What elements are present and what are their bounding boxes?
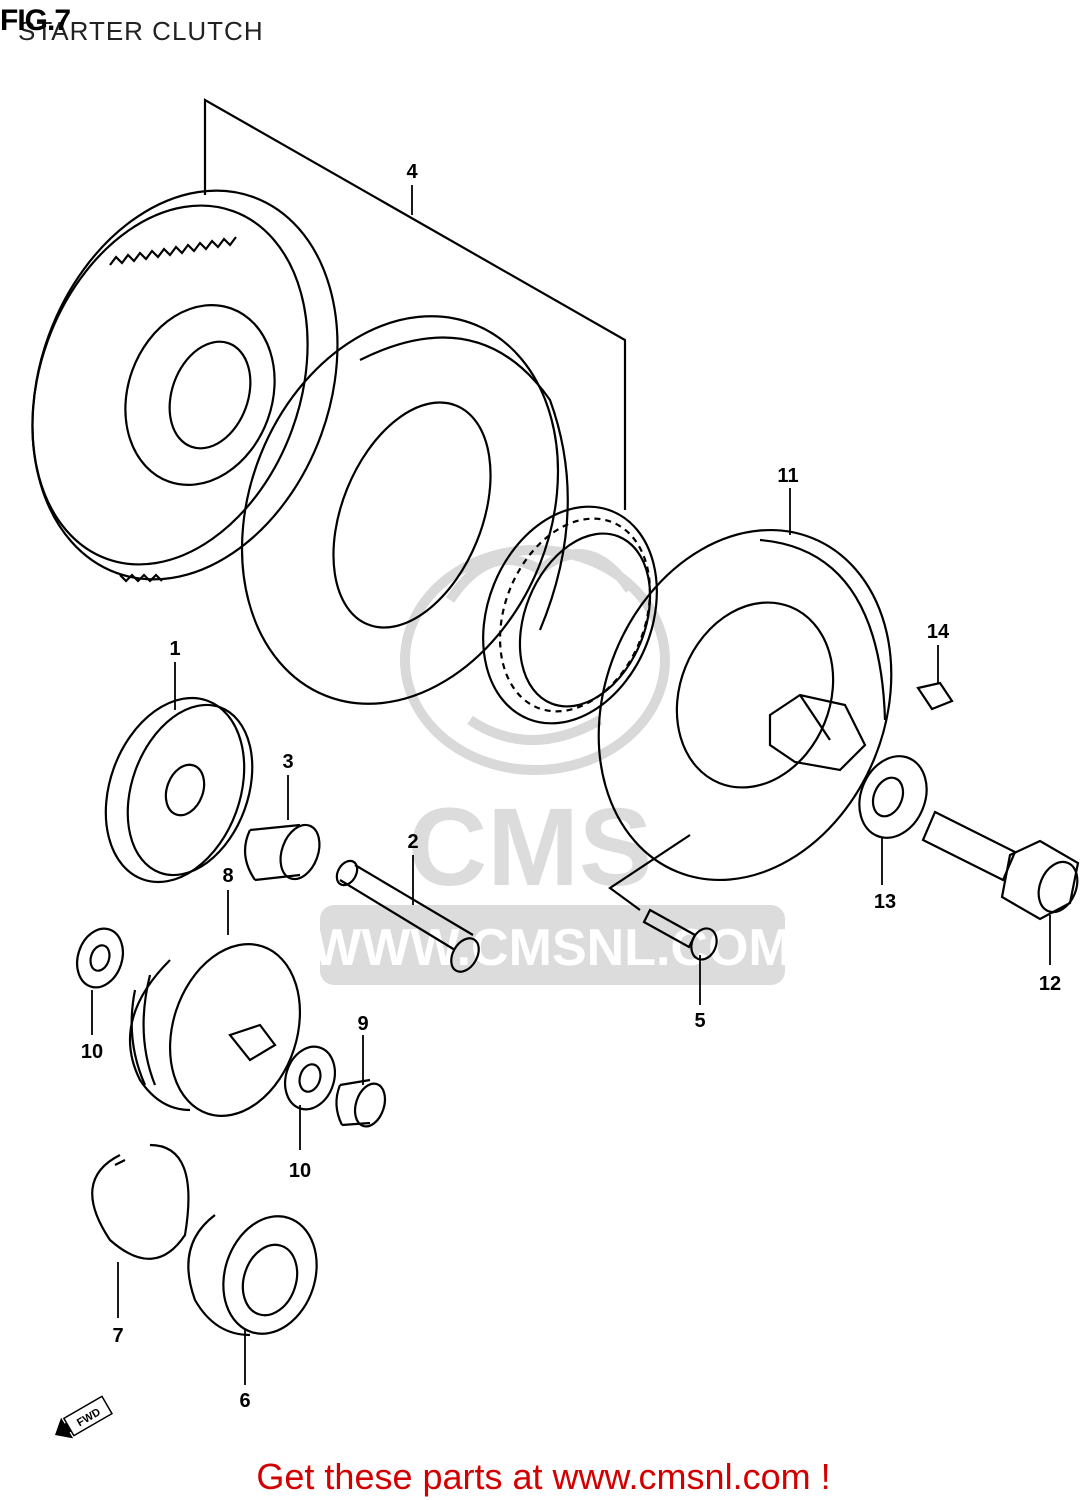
- figure-number: FIG.7: [0, 4, 71, 37]
- callout-labels: 1 2 3 4 5 6 7 8 9 10 10 11 12 13 14: [81, 161, 1061, 1412]
- part-10-washer-b: [284, 1045, 336, 1111]
- callout-8: 8: [222, 865, 233, 887]
- callout-14: 14: [927, 621, 950, 643]
- part-14-key: [916, 681, 954, 711]
- callout-7: 7: [112, 1325, 123, 1347]
- part-4-clutch-housing: [240, 315, 569, 705]
- callout-4-bracket: [203, 98, 627, 510]
- watermark-mascot: [445, 549, 635, 603]
- watermark-mascot-smile: [467, 715, 603, 745]
- callout-9: 9: [357, 1013, 368, 1035]
- callout-13: 13: [874, 891, 896, 913]
- part-10-washer-a: [76, 927, 124, 989]
- callout-6: 6: [239, 1390, 250, 1412]
- get-parts-link[interactable]: Get these parts at www.cmsnl.com !: [256, 1456, 831, 1497]
- callout-10-a: 10: [81, 1041, 103, 1063]
- figure-title: STARTER CLUTCH: [18, 16, 264, 46]
- part-8-reduction-gear: [128, 943, 302, 1117]
- part-7-circlip: [91, 1143, 190, 1260]
- part-13-washer: [858, 755, 928, 839]
- part-5-bolt: [642, 908, 718, 961]
- watermark-brand: CMS: [408, 786, 652, 909]
- part-3-bushing: [243, 823, 321, 882]
- watermark-ring: [400, 545, 670, 775]
- callout-4: 4: [406, 161, 418, 183]
- part-1-idle-gear: [104, 696, 254, 884]
- part-2-shaft: [335, 859, 480, 973]
- callout-11: 11: [777, 465, 798, 487]
- callout-2: 2: [407, 831, 418, 853]
- part-4-ring-gear: [31, 189, 339, 583]
- part-11-clutch-hub: [597, 528, 893, 882]
- callout-12: 12: [1039, 973, 1061, 995]
- leader-lines: [91, 185, 1051, 1385]
- callout-1: 1: [169, 638, 180, 660]
- fwd-arrow-icon: FWD: [55, 1395, 113, 1439]
- part-4-sprag: [482, 505, 658, 725]
- callout-5: 5: [694, 1010, 705, 1032]
- watermark-url: WWW.CMSNL.COM: [312, 919, 791, 977]
- part-6-bearing: [187, 1214, 318, 1337]
- part-5-guide-line: [608, 834, 691, 911]
- watermark-url-plate: [320, 905, 785, 985]
- callout-3: 3: [282, 751, 293, 773]
- part-9-bushing: [335, 1078, 387, 1128]
- callout-10-b: 10: [289, 1160, 311, 1182]
- part-12-bolt: [921, 810, 1080, 921]
- watermark: [400, 545, 670, 775]
